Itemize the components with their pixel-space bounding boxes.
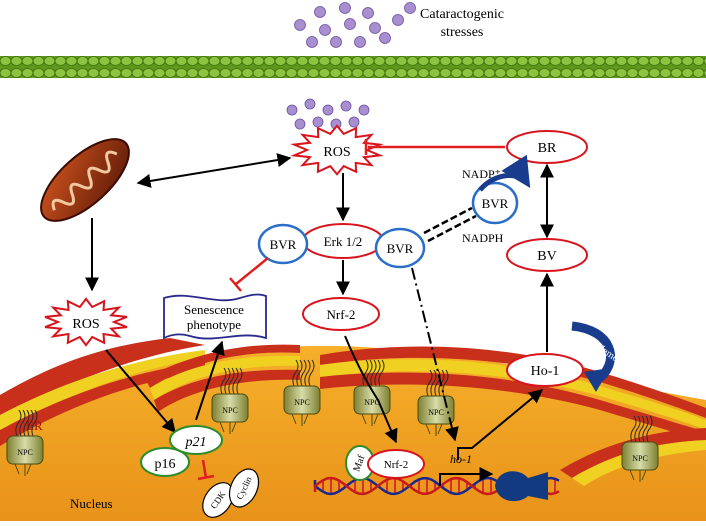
npc-2: NPC <box>211 367 249 434</box>
er-label: ER <box>26 418 43 433</box>
stress-label-line2: stresses <box>441 25 484 40</box>
senescence-line2: phenotype <box>187 317 241 332</box>
npc-label: NPC <box>294 398 310 407</box>
arrow-rosleft-p21 <box>105 349 176 434</box>
stress-particles-ros <box>286 98 370 130</box>
arrow-p21-senescence <box>195 340 225 421</box>
npc-label: NPC <box>364 398 380 407</box>
bvr-left-node: BVR <box>257 223 309 265</box>
bvr-mid-node: BVR <box>374 227 426 269</box>
p16-node: p16 <box>140 447 190 477</box>
nadph-label: NADPH <box>462 231 504 245</box>
bvr-erk-link <box>423 206 477 243</box>
er-lower-right <box>560 428 706 486</box>
arrow-bvr-dashdot <box>411 267 459 442</box>
erk-label: Erk 1/2 <box>324 234 363 249</box>
er-left <box>0 338 205 446</box>
mitochondrion <box>40 138 130 222</box>
ho1-gene-label: ho-1 <box>450 452 472 466</box>
npc-label: NPC <box>17 448 33 457</box>
senescence-line1: Senescence <box>184 302 244 317</box>
erk-node: Erk 1/2 <box>302 223 384 259</box>
stress-particles-top <box>294 2 416 48</box>
arrow-nrf2-npc <box>344 335 398 444</box>
ros-top-burst: ROS <box>290 124 384 176</box>
maf-node: Maf <box>345 445 375 481</box>
nrf2-nucleus-node: Nrf-2 <box>367 449 425 479</box>
bvr-mid-label: BVR <box>387 241 414 256</box>
inhibitions <box>197 139 505 481</box>
bvr-right-node: BVR <box>471 181 519 225</box>
p21-node: p21 <box>169 425 223 455</box>
npc-label: NPC <box>632 454 648 463</box>
cdk-node: CDK <box>202 482 234 518</box>
bv-node: BV <box>506 238 588 272</box>
bv-label: BV <box>537 249 556 264</box>
p16-label: p16 <box>155 457 176 472</box>
cyclin-node: Cyclin <box>228 468 260 508</box>
ho1-node: Ho-1 <box>506 353 584 387</box>
ho1-label: Ho-1 <box>531 364 560 379</box>
arrow-hogene-ho1 <box>457 389 544 460</box>
bvr-left-label: BVR <box>270 237 297 252</box>
ros-left-label: ROS <box>72 317 99 332</box>
ros-top-label: ROS <box>323 145 350 160</box>
nucleus-label: Nucleus <box>70 496 113 511</box>
nadp-plus-label: NADP⁺ <box>462 167 501 181</box>
npc-6: NPC <box>621 415 659 482</box>
stress-label-line1: Cataractogenic <box>420 7 504 22</box>
p21-label: p21 <box>185 435 207 450</box>
npc-label: NPC <box>222 406 238 415</box>
bvr-right-label: BVR <box>482 196 509 211</box>
npc-1: NPC <box>6 409 44 476</box>
cell-membrane <box>0 56 706 78</box>
nrf2-nucleus-label: Nrf-2 <box>384 459 408 471</box>
ros-left-burst: ROS <box>44 297 128 347</box>
arrow-mito-ros <box>136 153 292 188</box>
nadp-cycle-arrow <box>478 154 531 192</box>
br-label: BR <box>538 141 557 156</box>
arrows <box>85 153 554 460</box>
ho1-gene-promoter <box>439 467 548 502</box>
br-node: BR <box>506 130 588 164</box>
npc-3: NPC <box>283 359 321 426</box>
senescence-phenotype-box: Senescence phenotype <box>163 293 267 340</box>
nrf2-top-node: Nrf-2 <box>302 297 380 331</box>
nrf2-top-label: Nrf-2 <box>327 307 356 322</box>
npc-label: NPC <box>428 408 444 417</box>
